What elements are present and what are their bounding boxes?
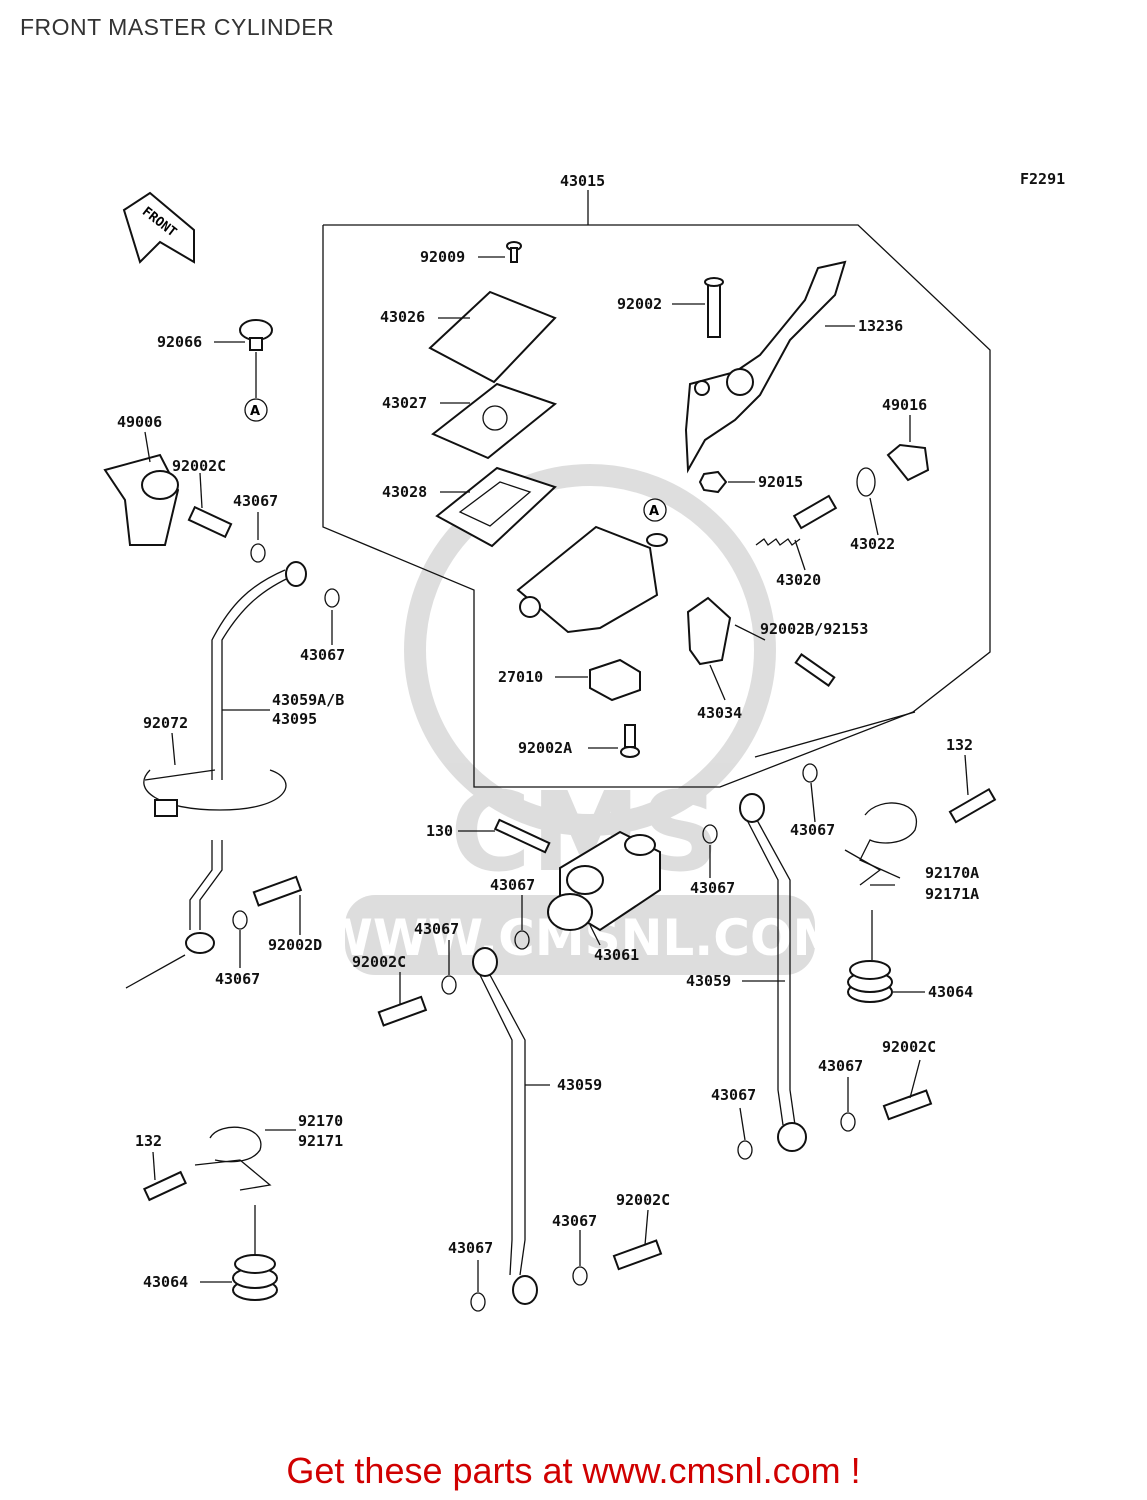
switch-housing-icon [686,596,732,666]
banjo-boot-icon [103,453,180,546]
grommet-b-icon [232,1254,278,1301]
label-132-a: 132 [946,736,973,754]
label-49016: 49016 [882,396,927,414]
label-43059-b: 43059 [686,972,731,990]
label-43067-j: 43067 [552,1212,597,1230]
label-43020: 43020 [776,571,821,589]
label-92170: 92170 [298,1112,343,1130]
pivot-bolt-icon [704,277,724,338]
grommet-icon [847,960,893,1003]
reservoir-cap-knob-icon [239,319,273,351]
brake-joint-icon [547,830,661,932]
hose-guide-b-icon [194,1126,272,1191]
leader-lines [144,256,969,1292]
label-43067-d: 43067 [490,876,535,894]
label-92171: 92171 [298,1132,343,1150]
switch-screw-a-icon [620,724,640,758]
label-43067-a: 43067 [233,492,278,510]
label-43026: 43026 [380,308,425,326]
switch-screw-icon [794,653,836,687]
label-130: 130 [426,822,453,840]
label-92009: 92009 [420,248,465,266]
banjo-bolt-d-icon [252,875,303,907]
label-92002c-a: 92002C [172,457,226,475]
label-43027: 43027 [382,394,427,412]
front-arrow-icon: FRONT [122,191,195,264]
label-43064-b: 43064 [143,1273,188,1291]
ref-marker-a-1: A [250,404,260,419]
label-43067-b: 43067 [300,646,345,664]
label-43067-g: 43067 [790,821,835,839]
promo-banner[interactable]: Get these parts at www.cmsnl.com ! [286,1450,861,1491]
diaphragm-icon [435,466,557,548]
assembly-outline [322,224,991,788]
label-43067-k: 43067 [448,1239,493,1257]
label-43067-h: 43067 [818,1057,863,1075]
label-92171a: 92171A [925,885,979,903]
bolt-130-icon [493,818,551,854]
brake-switch-icon [589,658,641,702]
banjo-bolt-c4-icon [612,1239,663,1271]
label-43067-c: 43067 [215,970,260,988]
banjo-bolt-c2-icon [377,995,428,1027]
brake-hose-right-icon [739,793,807,1152]
brake-lever-icon [684,260,847,474]
label-43015: 43015 [560,172,605,190]
label-43095: 43095 [272,710,317,728]
label-43059ab: 43059A/B [272,691,344,709]
label-92002a: 92002A [518,739,572,757]
label-49006: 49006 [117,413,162,431]
label-43034: 43034 [697,704,742,722]
label-43064-a: 43064 [928,983,973,1001]
diaphragm-plate-icon [431,382,558,460]
page-title: FRONT MASTER CYLINDER [20,14,335,40]
banjo-bolt-icon [187,505,233,539]
label-92002d: 92002D [268,936,322,954]
hose-guide-icon [844,802,918,886]
label-43059-a: 43059 [557,1076,602,1094]
figure-code: F2291 [1020,170,1065,188]
label-132-b: 132 [135,1132,162,1150]
piston-spring-icon [755,494,838,546]
dust-boot-icon [886,443,930,482]
label-92170a: 92170A [925,864,979,882]
label-43028: 43028 [382,483,427,501]
ref-marker-a-2: A [649,504,659,519]
label-92002b: 92002B/92153 [760,620,868,638]
bolt-132-icon [948,787,997,824]
label-92002c-b: 92002C [352,953,406,971]
master-cylinder-body-icon [516,525,668,634]
reservoir-cap-icon [428,290,557,384]
label-43067-f: 43067 [414,920,459,938]
nut-icon [698,470,728,494]
banjo-bolt-c3-icon [882,1089,933,1121]
label-92002c-d: 92002C [616,1191,670,1209]
label-92015: 92015 [758,473,803,491]
label-43067-e: 43067 [690,879,735,897]
label-43061: 43061 [594,946,639,964]
label-92002c-c: 92002C [882,1038,936,1056]
label-43022: 43022 [850,535,895,553]
label-43067-i: 43067 [711,1086,756,1104]
circlip-icon [856,467,876,497]
brake-hose-center-icon [472,947,538,1305]
hose-clamp-icon [143,769,287,817]
cap-screw-icon [506,241,522,263]
brake-hose-upper-icon [185,561,307,954]
label-92072: 92072 [143,714,188,732]
label-27010: 27010 [498,668,543,686]
bolt-132b-icon [143,1170,187,1202]
label-92002: 92002 [617,295,662,313]
label-13236: 13236 [858,317,903,335]
label-92066: 92066 [157,333,202,351]
